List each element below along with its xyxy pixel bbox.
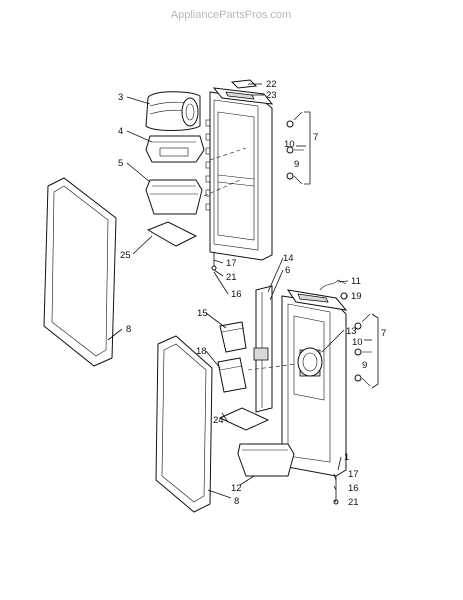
- callout-labels: 22 23 3 4 5 25 7 10 9 17 21 16 14 6 11 1…: [118, 79, 386, 508]
- hinge-wire: [319, 279, 347, 291]
- callout-3: 3: [118, 92, 123, 103]
- callout-14: 14: [283, 253, 294, 264]
- lower-door-assembly: [281, 289, 348, 505]
- door-bin-18: [217, 357, 247, 393]
- callout-19: 19: [351, 291, 362, 302]
- callout-9b: 9: [362, 360, 367, 371]
- callout-6: 6: [285, 265, 290, 276]
- bin-insert-upper: [146, 221, 198, 247]
- callout-17b: 17: [348, 469, 359, 480]
- door-bin-15: [219, 321, 247, 353]
- callout-10: 10: [284, 139, 295, 150]
- door-gasket-lower: [155, 335, 213, 513]
- callout-12: 12: [231, 483, 242, 494]
- callout-21: 21: [226, 272, 237, 283]
- dairy-bin: [145, 135, 205, 163]
- callout-9: 9: [294, 159, 299, 170]
- callout-17: 17: [226, 258, 237, 269]
- hinge-cover: [230, 79, 258, 89]
- door-bin-lower: [237, 443, 295, 477]
- callout-25: 25: [120, 250, 131, 261]
- callout-1: 1: [344, 452, 349, 463]
- callout-21b: 21: [348, 497, 359, 508]
- callout-4: 4: [118, 126, 123, 137]
- leader-lines: [107, 83, 379, 503]
- callout-16: 16: [231, 289, 242, 300]
- screw-set-upper: [286, 111, 304, 185]
- door-mullion: [253, 285, 273, 413]
- callout-5: 5: [118, 158, 123, 169]
- callout-8: 8: [126, 324, 131, 335]
- door-bin-upper: [145, 179, 203, 215]
- callout-23: 23: [266, 90, 277, 101]
- screw-set-lower: [354, 313, 372, 387]
- upper-door-assembly: [205, 87, 274, 271]
- callout-11: 11: [351, 276, 361, 287]
- callout-13: 13: [346, 326, 357, 337]
- callout-16b: 16: [348, 483, 359, 494]
- bin-insert-lower: [218, 407, 270, 431]
- callout-15: 15: [197, 308, 208, 319]
- callout-7b: 7: [381, 328, 386, 339]
- door-gasket-upper: [43, 177, 117, 367]
- watermark: AppliancePartsPros.com: [171, 9, 291, 21]
- dairy-cover: [145, 91, 201, 131]
- callout-10b: 10: [352, 337, 363, 348]
- callout-18: 18: [196, 346, 207, 357]
- callout-24: 24: [213, 415, 224, 426]
- callout-22: 22: [266, 79, 277, 90]
- callout-8b: 8: [234, 496, 239, 507]
- callout-7: 7: [313, 132, 318, 143]
